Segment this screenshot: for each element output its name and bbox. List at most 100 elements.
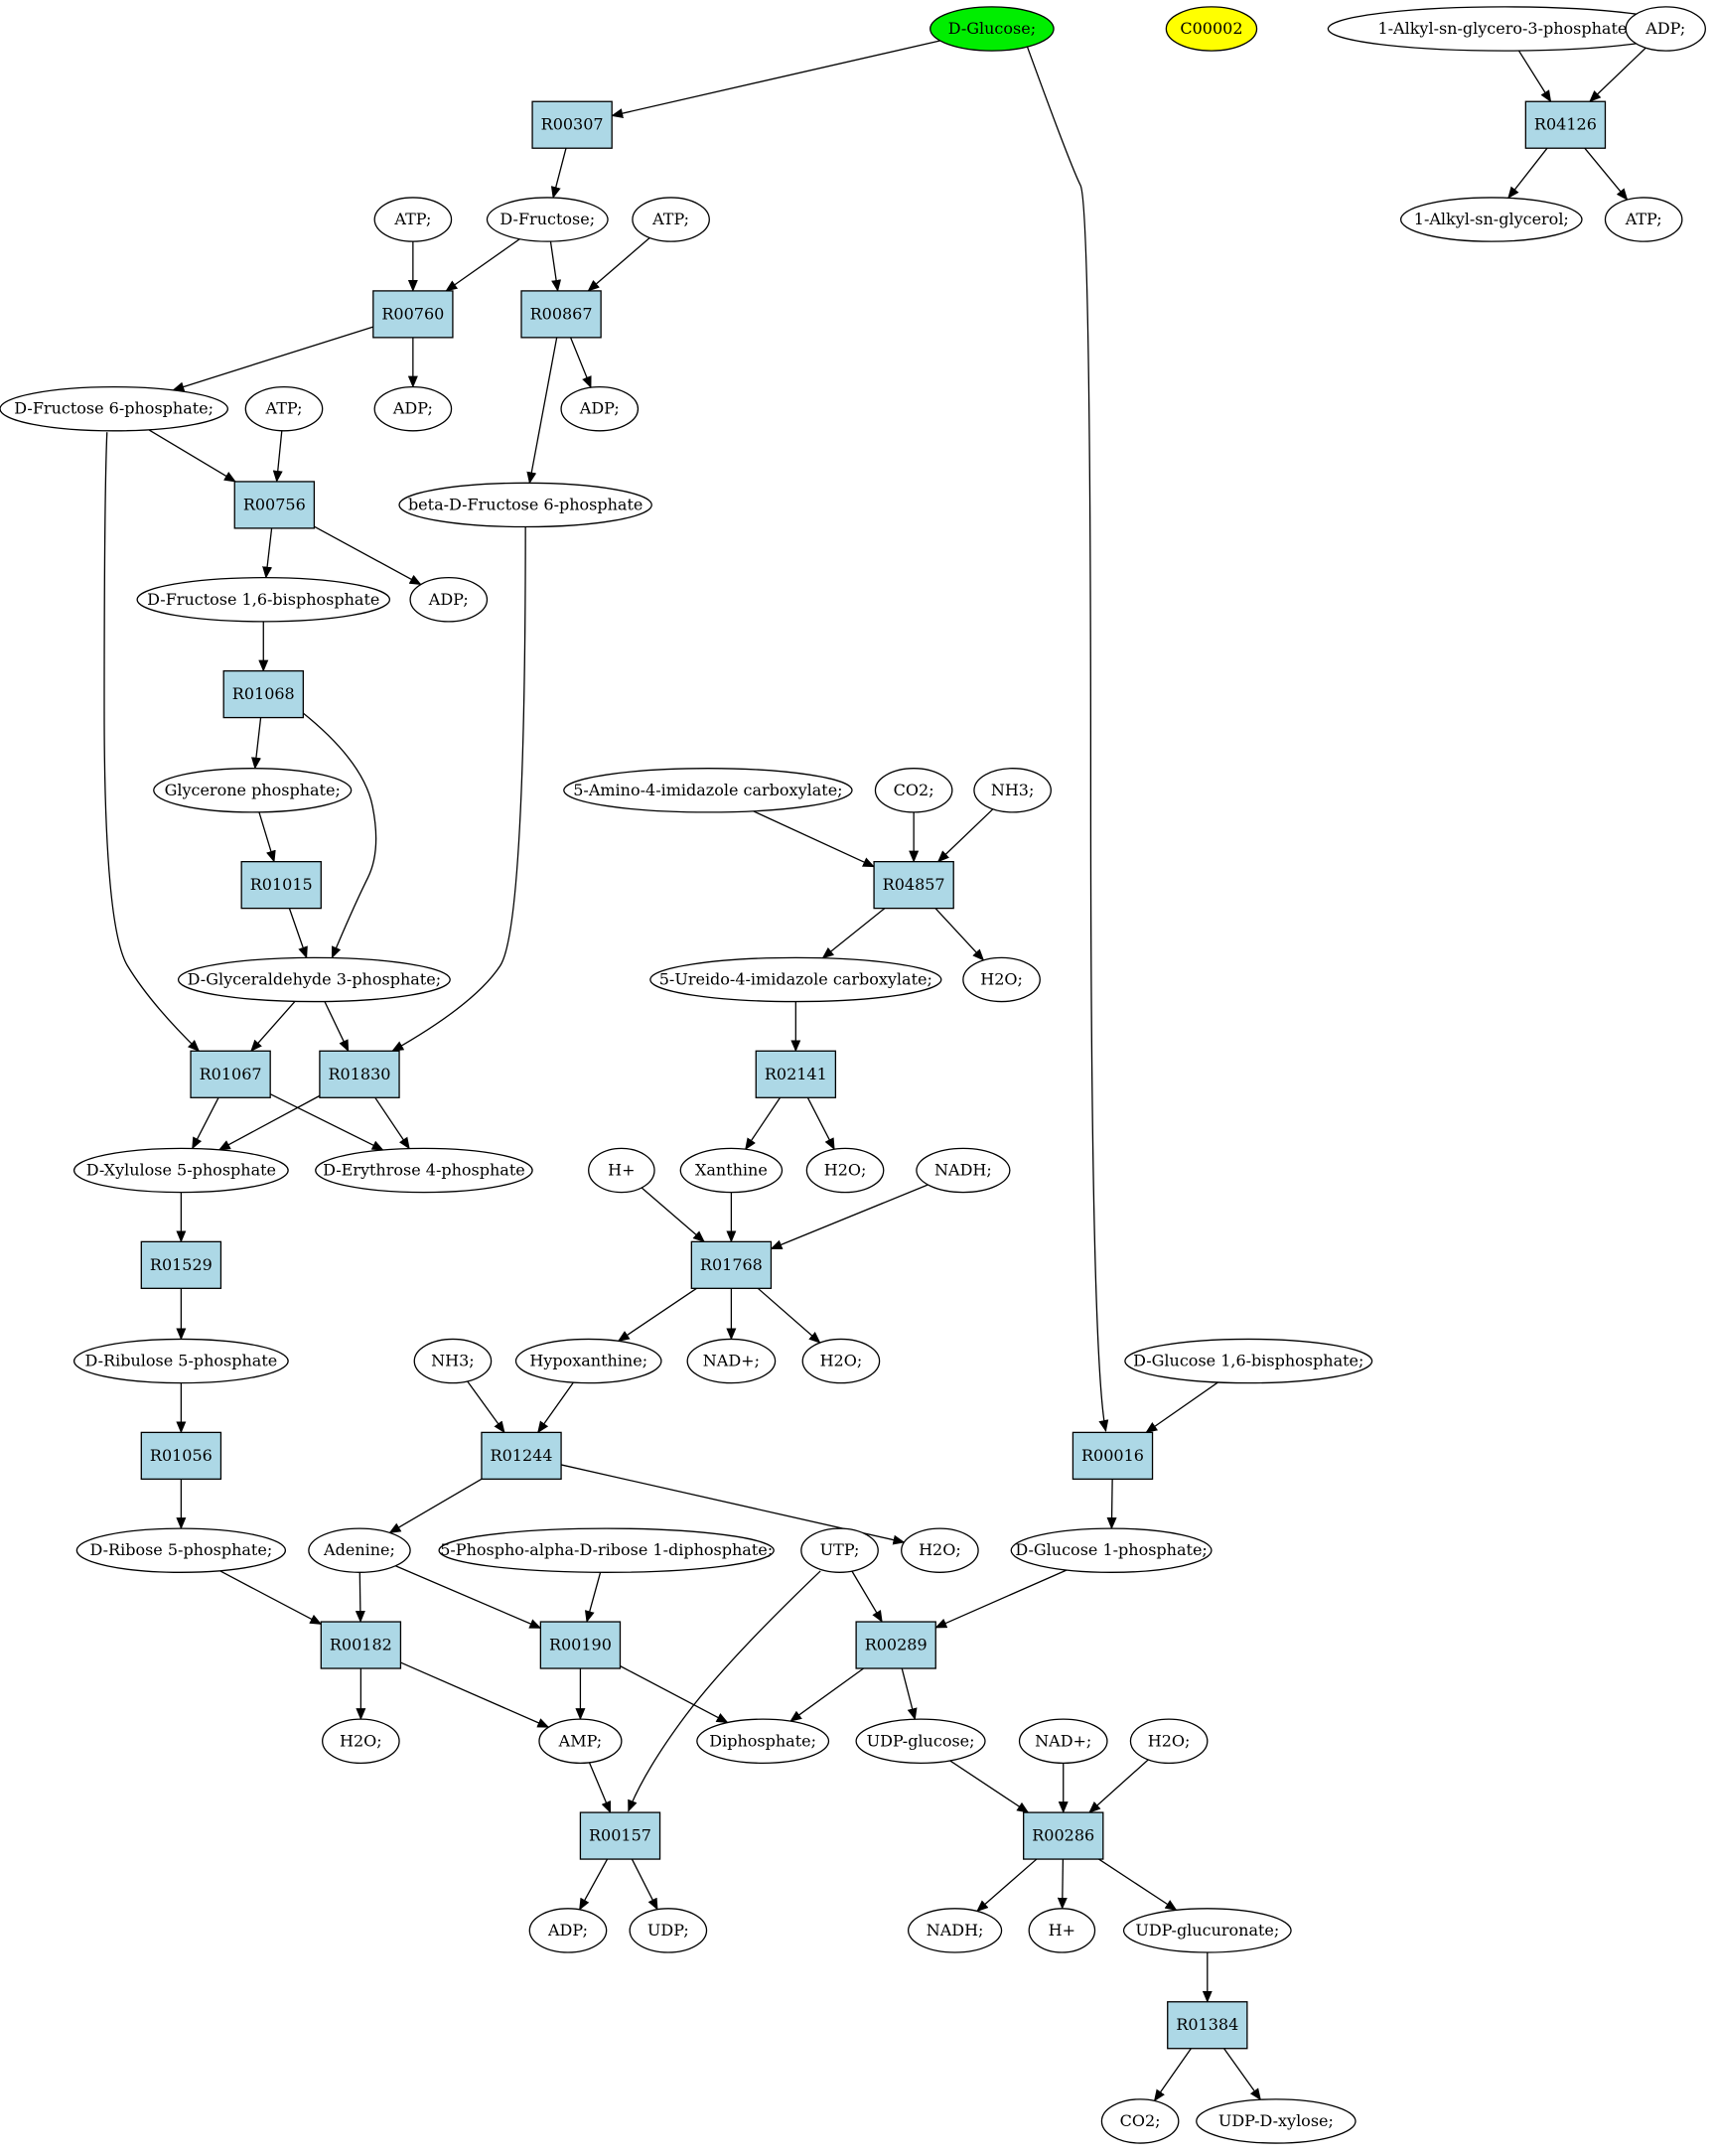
node-label: H2O; — [340, 1731, 382, 1750]
compound-node-c_alkylglyp[interactable]: 1-Alkyl-sn-glycero-3-phosphate; — [1327, 6, 1683, 52]
edge-r_R01067-to-c_e4p — [269, 1093, 384, 1151]
compound-node-c_hplus1[interactable]: H+ — [588, 1147, 655, 1194]
compound-node-c_uic[interactable]: 5-Ureido-4-imidazole carboxylate; — [649, 956, 942, 1003]
compound-node-c_adp1[interactable]: ADP; — [373, 385, 453, 432]
compound-node-c_atp1[interactable]: ATP; — [373, 197, 453, 242]
compound-node-c_nh3_2[interactable]: NH3; — [413, 1338, 493, 1384]
reaction-node-r_R00286[interactable]: R00286 — [1023, 1811, 1104, 1860]
compound-node-c_amp[interactable]: AMP; — [538, 1718, 623, 1765]
compound-node-c_e4p[interactable]: D-Erythrose 4-phosphate — [315, 1147, 533, 1194]
compound-node-c_h2o_1[interactable]: H2O; — [962, 956, 1041, 1003]
reaction-box — [531, 100, 613, 149]
reaction-node-r_R04126[interactable]: R04126 — [1524, 100, 1607, 149]
node-label: R04126 — [1534, 115, 1597, 134]
compound-node-c_nadplus2[interactable]: NAD+; — [1018, 1718, 1108, 1765]
compound-node-c_udpglc[interactable]: UDP-glucose; — [855, 1718, 986, 1765]
compound-node-c_adp4[interactable]: ADP; — [528, 1908, 608, 1953]
compound-node-c_nh3_1[interactable]: NH3; — [973, 768, 1052, 813]
node-label: R00286 — [1032, 1826, 1094, 1845]
compound-node-c_udp[interactable]: UDP; — [629, 1908, 708, 1953]
compound-node-c_hplus2[interactable]: H+ — [1028, 1908, 1096, 1953]
reaction-node-r_R00016[interactable]: R00016 — [1072, 1431, 1154, 1481]
reaction-node-r_R00756[interactable]: R00756 — [233, 481, 316, 529]
node-label: D-Fructose; — [500, 210, 595, 228]
reaction-node-r_R01529[interactable]: R01529 — [140, 1240, 222, 1289]
compound-node-c_utp[interactable]: UTP; — [800, 1527, 879, 1573]
compound-node-c_adp_r04126[interactable]: ADP; — [1625, 6, 1706, 52]
compound-node-c_xanthine[interactable]: Xanthine — [679, 1147, 784, 1194]
compound-node-c_adp3[interactable]: ADP; — [409, 577, 489, 623]
compound-node-c_nadh2[interactable]: NADH; — [907, 1908, 1003, 1953]
compound-node-c_glucose[interactable]: D-Glucose; — [929, 6, 1055, 52]
node-label: NAD+; — [703, 1352, 760, 1370]
compound-node-c_xu5p[interactable]: D-Xylulose 5-phosphate — [72, 1147, 289, 1194]
reaction-node-r_R02141[interactable]: R02141 — [755, 1050, 837, 1098]
compound-node-c_udpxyl[interactable]: UDP-D-xylose; — [1196, 2098, 1357, 2144]
compound-node-c_r5p[interactable]: D-Ribose 5-phosphate; — [75, 1527, 287, 1573]
compound-node-c_h2o_2[interactable]: H2O; — [805, 1147, 885, 1194]
reaction-node-r_R01068[interactable]: R01068 — [222, 669, 304, 719]
reaction-node-r_R00157[interactable]: R00157 — [579, 1811, 661, 1860]
node-label: H2O; — [919, 1540, 961, 1559]
reaction-node-r_R01384[interactable]: R01384 — [1167, 2001, 1248, 2050]
compound-node-c_fructose[interactable]: D-Fructose; — [486, 197, 609, 242]
compound-node-c_c00002[interactable]: C00002 — [1165, 6, 1258, 52]
compound-node-c_h2o_4[interactable]: H2O; — [901, 1527, 979, 1573]
edge-c_g16bp-to-r_R00016 — [1145, 1381, 1218, 1433]
compound-node-c_glyp[interactable]: Glycerone phosphate; — [153, 768, 353, 813]
edge-r_R00182-to-c_amp — [400, 1661, 550, 1728]
edge-c_h2o_6-to-r_R00286 — [1088, 1759, 1149, 1813]
node-label: NADH; — [934, 1161, 992, 1180]
compound-node-c_aic[interactable]: 5-Amino-4-imidazole carboxylate; — [563, 768, 853, 813]
edge-c_f6p-to-r_R00756 — [148, 429, 236, 483]
node-label: ADP; — [428, 590, 469, 609]
compound-node-c_hypox[interactable]: Hypoxanthine; — [514, 1338, 662, 1384]
compound-node-c_g16bp[interactable]: D-Glucose 1,6-bisphosphate; — [1124, 1338, 1373, 1384]
node-label: R00289 — [865, 1636, 928, 1654]
reaction-node-r_R00289[interactable]: R00289 — [855, 1621, 936, 1669]
compound-node-c_alkylgly[interactable]: 1-Alkyl-sn-glycerol; — [1399, 197, 1583, 242]
compound-node-c_g3p[interactable]: D-Glyceraldehyde 3-phosphate; — [177, 956, 451, 1003]
edge-c_fructose-to-r_R00760 — [445, 238, 520, 292]
reaction-node-r_R00867[interactable]: R00867 — [520, 290, 602, 339]
compound-node-c_bf6p[interactable]: beta-D-Fructose 6-phosphate — [398, 482, 652, 528]
compound-node-c_atp2[interactable]: ATP; — [632, 197, 710, 242]
compound-node-c_atp3[interactable]: ATP; — [244, 385, 324, 432]
compound-node-c_nadplus1[interactable]: NAD+; — [686, 1338, 777, 1384]
compound-node-c_ppi[interactable]: Diphosphate; — [696, 1718, 830, 1765]
compound-node-c_fbp[interactable]: D-Fructose 1,6-bisphosphate — [136, 577, 391, 623]
reaction-node-r_R01768[interactable]: R01768 — [690, 1240, 773, 1289]
compound-node-c_co2_1[interactable]: CO2; — [874, 768, 953, 813]
compound-ellipse — [1010, 1527, 1213, 1573]
reaction-node-r_R04857[interactable]: R04857 — [873, 860, 954, 910]
node-label: R01015 — [250, 875, 313, 894]
reaction-node-r_R01015[interactable]: R01015 — [240, 860, 322, 910]
reaction-node-r_R01830[interactable]: R01830 — [319, 1050, 400, 1098]
compound-node-c_h2o_6[interactable]: H2O; — [1129, 1718, 1209, 1765]
compound-node-c_adenine[interactable]: Adenine; — [308, 1527, 411, 1573]
edge-c_atp2-to-r_R00867 — [587, 236, 650, 292]
node-label: D-Erythrose 4-phosphate — [323, 1161, 525, 1180]
compound-node-c_h2o_5[interactable]: H2O; — [322, 1718, 400, 1765]
reaction-node-r_R00182[interactable]: R00182 — [320, 1621, 402, 1669]
compound-node-c_f6p[interactable]: D-Fructose 6-phosphate; — [0, 385, 228, 432]
reaction-node-r_R00307[interactable]: R00307 — [531, 100, 613, 149]
compound-node-c_g1p[interactable]: D-Glucose 1-phosphate; — [1010, 1527, 1213, 1573]
compound-node-c_nadh1[interactable]: NADH; — [916, 1147, 1011, 1194]
reaction-box — [1524, 100, 1607, 149]
compound-node-c_adp2[interactable]: ADP; — [560, 385, 640, 432]
compound-node-c_ru5p[interactable]: D-Ribulose 5-phosphate — [72, 1338, 289, 1384]
reaction-node-r_R01244[interactable]: R01244 — [481, 1431, 562, 1481]
compound-node-c_atp_r04126[interactable]: ATP; — [1604, 197, 1683, 242]
reaction-node-r_R00190[interactable]: R00190 — [539, 1621, 622, 1669]
compound-node-c_udpglcA[interactable]: UDP-glucuronate; — [1122, 1908, 1292, 1953]
reaction-node-r_R01067[interactable]: R01067 — [190, 1050, 271, 1098]
node-label: R00307 — [541, 115, 604, 134]
reaction-node-r_R01056[interactable]: R01056 — [140, 1431, 222, 1481]
compound-ellipse — [136, 577, 391, 623]
reaction-node-r_R00760[interactable]: R00760 — [372, 290, 454, 339]
compound-node-c_co2_2[interactable]: CO2; — [1100, 2098, 1180, 2144]
compound-node-c_h2o_3[interactable]: H2O; — [801, 1338, 881, 1384]
compound-ellipse — [308, 1527, 411, 1573]
compound-node-c_prpp[interactable]: 5-Phospho-alpha-D-ribose 1-diphosphate; — [438, 1527, 775, 1573]
